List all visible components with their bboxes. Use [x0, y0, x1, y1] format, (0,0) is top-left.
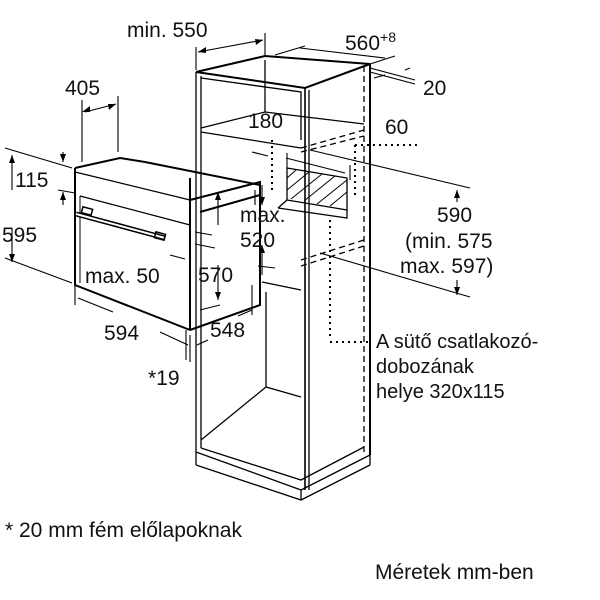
- dim-590: 590: [437, 204, 473, 227]
- footnote: * 20 mm fém előlapoknak: [5, 519, 242, 542]
- dim-max-50: max. 50: [85, 265, 160, 288]
- dim-max-label: max.: [240, 204, 286, 227]
- dim-548: 548: [210, 319, 246, 342]
- dim-19: *19: [148, 367, 180, 390]
- dim-560: 560+8: [345, 27, 396, 54]
- dim-560-value: 560: [345, 32, 381, 55]
- oven: [74, 156, 261, 331]
- dim-590-max: max. 597): [400, 255, 494, 278]
- dim-60: 60: [385, 116, 409, 139]
- socket-note-line3: helye 320x115: [376, 381, 505, 403]
- dim-20: 20: [423, 77, 447, 100]
- dim-590-min: (min. 575: [405, 230, 493, 253]
- dim-594: 594: [104, 322, 140, 345]
- arrowheads: [9, 39, 460, 300]
- dim-min-550: min. 550: [127, 19, 208, 42]
- cabinet: [195, 54, 371, 501]
- socket-leader: [271, 140, 420, 343]
- socket-note: A sütő csatlakozó- dobozának helye 320x1…: [376, 330, 538, 405]
- socket-note-line1: A sütő csatlakozó-: [376, 331, 539, 353]
- socket-note-line2: dobozának: [376, 356, 474, 378]
- dim-115: 115: [15, 169, 49, 192]
- socket-box: [277, 167, 348, 219]
- dim-180: 180: [248, 110, 284, 133]
- units-note: Méretek mm-ben: [375, 561, 534, 584]
- dim-560-tolerance: +8: [380, 29, 397, 45]
- dim-595: 595: [2, 224, 38, 247]
- dim-405: 405: [65, 77, 101, 100]
- dim-520: 520: [240, 229, 276, 252]
- dim-570: 570: [198, 264, 234, 287]
